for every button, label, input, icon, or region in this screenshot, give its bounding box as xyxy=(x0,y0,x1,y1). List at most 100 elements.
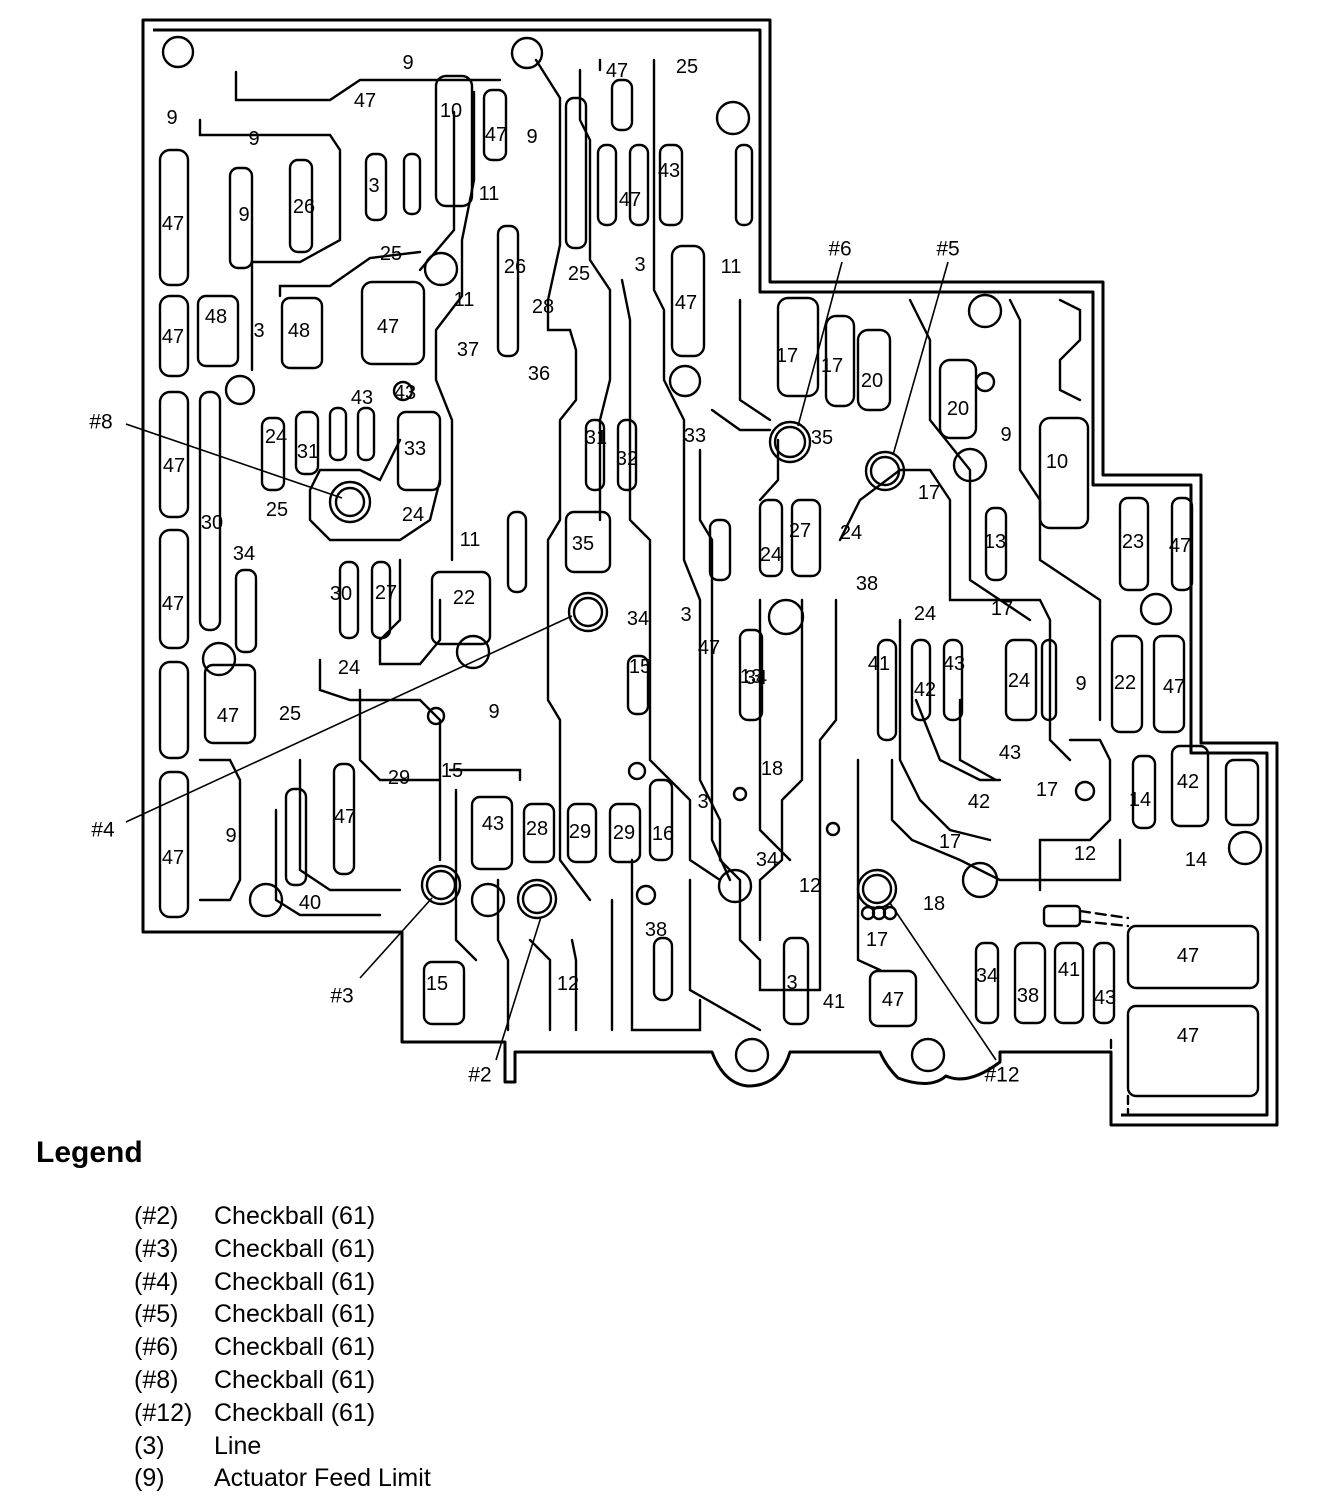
legend-description: Checkball (61) xyxy=(214,1202,376,1230)
legend-code: (#6) xyxy=(134,1333,179,1362)
passage-number-label: 28 xyxy=(526,818,548,840)
passage-number-label: 47 xyxy=(217,705,239,727)
legend-code: (#2) xyxy=(134,1202,179,1230)
legend-item: (#2) Checkball (61) xyxy=(36,1200,375,1233)
passage-number-label: 24 xyxy=(338,657,360,679)
passage-number-label: 34 xyxy=(976,965,998,987)
passage-number-label: 16 xyxy=(652,823,674,845)
passage-number-label: 17 xyxy=(776,345,798,367)
valve-body-outline xyxy=(141,18,1279,1127)
passage-number-label: 34 xyxy=(745,667,767,689)
passage-number-label: 14 xyxy=(1185,849,1207,871)
passage-number-label: 33 xyxy=(684,425,706,447)
passage-number-label: 27 xyxy=(375,582,397,604)
valve-body-diagram: #8#6#5#4#3#2#12 994725479947104743473926… xyxy=(89,18,1279,1127)
legend: Legend (#2) Checkball (61) (#3)Checkball … xyxy=(36,1136,431,1495)
legend-item: (#6) Checkball (61) xyxy=(36,1331,375,1364)
passage-number-label: 9 xyxy=(248,128,259,150)
passage-number-label: 43 xyxy=(999,742,1021,764)
passage-number-label: 47 xyxy=(162,326,184,348)
passage-number-label: 18 xyxy=(923,893,945,915)
legend-description: Checkball (61) xyxy=(214,1300,376,1329)
passage-number-label: 9 xyxy=(526,126,537,148)
legend-description: Checkball (61) xyxy=(214,1365,376,1394)
legend-code: (3) xyxy=(134,1431,165,1460)
legend-item: (#8) Checkball (61) xyxy=(36,1364,375,1397)
passage-number-label: 40 xyxy=(299,892,321,914)
passage-number-label: 15 xyxy=(629,656,651,678)
passage-number-label: 43 xyxy=(394,382,416,404)
passage-number-label: 48 xyxy=(205,306,227,328)
passage-number-label: 9 xyxy=(238,204,249,226)
passage-number-label: 32 xyxy=(616,448,638,470)
passage-number-label: 11 xyxy=(721,256,742,278)
passage-number-label: 47 xyxy=(163,455,185,477)
passage-number-label: 14 xyxy=(1129,789,1151,811)
passage-number-label: 20 xyxy=(861,370,883,392)
fluid-passages xyxy=(158,58,1260,1127)
passage-number-label: 42 xyxy=(914,679,936,701)
passage-number-label: 43 xyxy=(1094,987,1116,1009)
passage-number-label: 35 xyxy=(572,533,594,555)
passage-number-label: 34 xyxy=(756,849,778,871)
passage-number-label: 17 xyxy=(939,831,961,853)
passage-number-label: 47 xyxy=(1177,1025,1199,1047)
passage-number-label: 33 xyxy=(404,438,426,460)
passage-number-label: 11 xyxy=(479,183,500,205)
passage-number-label: 15 xyxy=(441,760,463,782)
passage-number-label: 26 xyxy=(293,196,315,218)
passage-number-label: 47 xyxy=(1163,676,1185,698)
passage-number-label: 3 xyxy=(697,791,708,813)
passage-number-label: 9 xyxy=(166,107,177,129)
passage-number-label: 24 xyxy=(760,544,782,566)
passage-number-label: 41 xyxy=(868,653,890,675)
passage-number-label: 9 xyxy=(225,825,236,847)
passage-number-label: 13 xyxy=(984,531,1006,553)
passage-number-label: 9 xyxy=(402,52,413,74)
legend-code: (9) xyxy=(134,1464,165,1493)
passage-number-label: 47 xyxy=(162,213,184,235)
passage-number-label: 36 xyxy=(528,363,550,385)
passage-number-label: 3 xyxy=(634,254,645,276)
legend-description: Checkball (61) xyxy=(214,1333,376,1362)
checkball-callout-label: #3 xyxy=(330,985,353,1008)
checkball-seats xyxy=(328,420,906,921)
passage-number-label: 17 xyxy=(821,355,843,377)
checkball-callout-label: #6 xyxy=(828,238,851,261)
checkball-6 xyxy=(768,420,812,464)
legend-description: Checkball (61) xyxy=(214,1267,376,1296)
legend-title: Legend xyxy=(36,1136,143,1169)
passage-number-label: 17 xyxy=(866,929,888,951)
passage-number-label: 22 xyxy=(1114,672,1136,694)
passage-number-label: 3 xyxy=(786,972,797,994)
checkball-5 xyxy=(864,450,906,492)
checkball-callout-label: #2 xyxy=(468,1064,491,1087)
passage-number-label: 25 xyxy=(279,703,301,725)
passage-number-label: 17 xyxy=(918,482,940,504)
bolt-holes xyxy=(161,35,1263,1073)
legend-item: (#5)Checkball (61) xyxy=(36,1298,375,1331)
legend-code: (#8) xyxy=(134,1365,179,1394)
passage-number-label: 47 xyxy=(698,637,720,659)
legend-code: (#4) xyxy=(134,1267,179,1296)
passage-number-label: 43 xyxy=(351,387,373,409)
checkball-callout-label: #8 xyxy=(89,411,112,434)
legend-description: Actuator Feed Limit xyxy=(214,1464,431,1493)
checkball-callout-label: #4 xyxy=(91,819,115,842)
checkball-callout-label: #5 xyxy=(936,238,959,261)
passage-number-label: 10 xyxy=(1046,451,1068,473)
legend-item: (#3)Checkball (61) xyxy=(36,1233,375,1266)
passage-number-label: 11 xyxy=(460,529,481,551)
passage-number-label: 43 xyxy=(482,813,504,835)
passage-number-label: 37 xyxy=(457,339,479,361)
passage-number-label: 3 xyxy=(680,604,691,626)
passage-number-label: 10 xyxy=(440,100,462,122)
passage-number-label: 28 xyxy=(532,296,554,318)
legend-description: Line xyxy=(214,1431,262,1460)
passage-number-label: 18 xyxy=(761,758,783,780)
passage-number-label: 29 xyxy=(613,822,635,844)
passage-number-label: 43 xyxy=(658,160,680,182)
checkball-callouts: #8#6#5#4#3#2#12 xyxy=(89,238,1019,1087)
passage-number-label: 35 xyxy=(811,427,833,449)
